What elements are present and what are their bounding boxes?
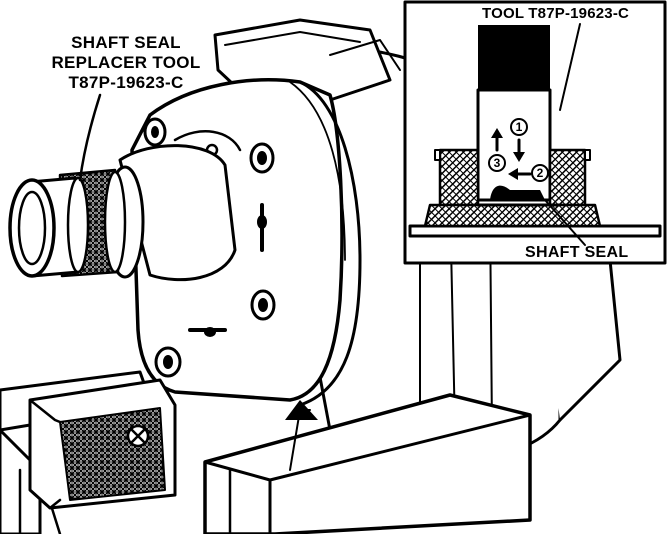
main-label-leader	[78, 93, 102, 182]
arrow-up-icon	[491, 128, 503, 152]
main-label-line-2: REPLACER TOOL	[51, 53, 201, 72]
step-2-label: 2	[537, 166, 544, 180]
shaft-seal-replacer-tool	[8, 144, 237, 282]
step-3-label: 3	[494, 156, 501, 170]
step-1-label: 1	[516, 120, 523, 134]
main-label-line-1: SHAFT SEAL	[71, 33, 181, 52]
inset-tool-label: TOOL T87P-19623-C	[482, 5, 630, 22]
inset-detail	[403, 0, 667, 265]
tool-body-cap	[478, 25, 550, 90]
arrow-down-icon	[513, 138, 525, 162]
tool-body	[476, 88, 552, 202]
arrow-left-icon	[508, 168, 532, 180]
main-label-line-3: T87P-19623-C	[68, 73, 184, 92]
inset-seal-label: SHAFT SEAL	[525, 244, 629, 261]
vise-block	[203, 393, 532, 534]
vise-jaw	[28, 378, 177, 510]
